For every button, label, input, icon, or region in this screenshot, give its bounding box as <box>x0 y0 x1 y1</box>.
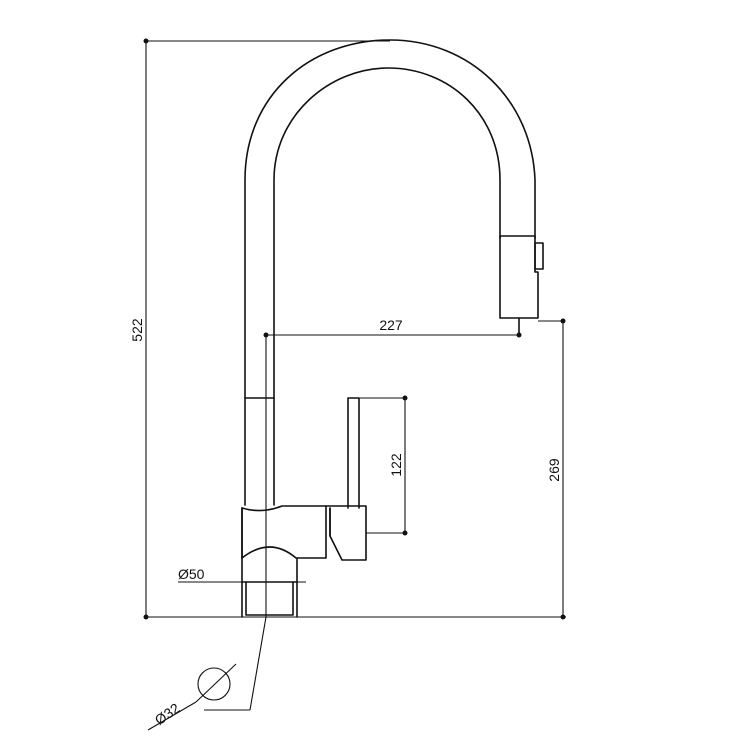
reach-terminator-right <box>516 332 522 338</box>
mounting-hole-diagonal <box>195 663 237 703</box>
outlet-terminator-bottom <box>560 614 566 620</box>
handle-terminator-top <box>402 395 408 401</box>
faucet-body <box>241 505 367 561</box>
mounting-hole-label: Ø32 <box>152 700 183 728</box>
height-terminator-bottom <box>143 614 149 620</box>
spray-head <box>499 235 539 319</box>
mounting-text-leader <box>147 701 197 731</box>
handle-lever <box>347 397 360 509</box>
body-diameter-label: Ø50 <box>178 566 205 582</box>
faucet-base <box>241 557 298 618</box>
outlet-height-label: 269 <box>546 458 562 482</box>
spray-button <box>534 242 544 270</box>
mounting-leader-vertical <box>249 616 267 711</box>
spout-reach-label: 227 <box>379 317 403 333</box>
outlet-terminator-top <box>560 318 566 324</box>
mounting-hole-circle <box>197 667 231 701</box>
handle-terminator-bottom <box>402 530 408 536</box>
dimension-lines <box>143 38 566 731</box>
total-height-label: 522 <box>129 318 145 342</box>
faucet-outline <box>241 39 544 618</box>
height-terminator-top <box>143 38 149 44</box>
spout-outer-curve <box>244 39 536 506</box>
faucet-body-lower <box>241 505 327 559</box>
handle-height-label: 122 <box>388 453 404 477</box>
spout-inner-curve <box>273 67 501 506</box>
reach-terminator-left <box>263 332 269 338</box>
dimension-labels: 522 227 122 269 Ø50 Ø32 <box>129 317 562 728</box>
